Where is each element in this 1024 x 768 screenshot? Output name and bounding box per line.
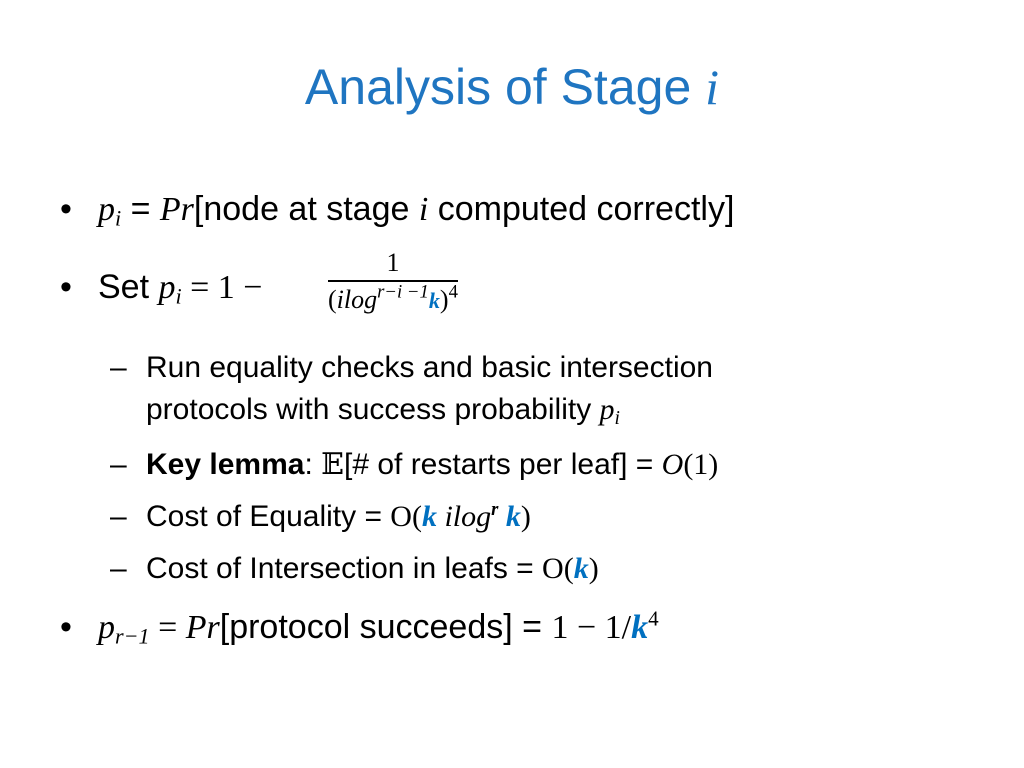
sub-bullet-item: – Key lemma: 𝔼[# of restarts per leaf] =…	[0, 450, 1024, 486]
fraction-denominator: (ilogr−i −1k)4	[328, 281, 458, 314]
sub-bullet-continuation: protocols with success probability pi	[146, 393, 620, 429]
bullet-text: Set pi = 1 −	[98, 268, 263, 309]
bullet-marker: •	[60, 190, 72, 228]
bullet-item: • pi = Pr[node at stage i computed corre…	[0, 192, 1024, 232]
fraction-numerator: 1	[328, 250, 458, 282]
sub-bullet-item: – Cost of Equality = O(k ilogr k)	[0, 498, 1024, 538]
dash-marker: –	[110, 500, 127, 533]
bullet-text: pr−1 = Pr[protocol succeeds] = 1 − 1/k4	[98, 606, 659, 649]
sub-bullet-item: – Cost of Intersection in leafs = O(k)	[0, 554, 1024, 590]
fraction: 1 (ilogr−i −1k)4	[328, 250, 458, 313]
dash-marker: –	[110, 448, 127, 481]
bullet-item: • Set pi = 1 − 1 (ilogr−i −1k)4	[0, 250, 1024, 340]
bullet-item: • pr−1 = Pr[protocol succeeds] = 1 − 1/k…	[0, 606, 1024, 654]
dash-marker: –	[110, 351, 127, 384]
dash-marker: –	[110, 552, 127, 585]
sub-bullet-text: Key lemma: 𝔼[# of restarts per leaf] = O…	[146, 448, 719, 481]
sub-bullet-text: Cost of Intersection in leafs = O(k)	[146, 552, 599, 585]
bullet-text: pi = Pr[node at stage i computed correct…	[98, 190, 735, 231]
slide-title: Analysis of Stage i	[304, 59, 720, 115]
sub-bullet-item: – Run equality checks and basic intersec…	[0, 353, 1024, 389]
bullet-marker: •	[60, 608, 72, 646]
sub-bullet-text: Cost of Equality = O(k ilogr k)	[146, 498, 531, 533]
bullet-marker: •	[60, 268, 72, 306]
sub-bullet-text: Run equality checks and basic intersecti…	[146, 351, 713, 384]
